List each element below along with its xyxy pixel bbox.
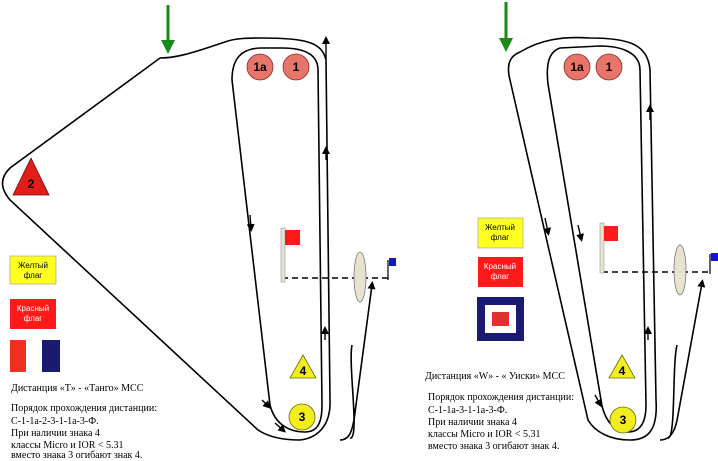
wind-arrow-icon-2 xyxy=(499,2,513,52)
svg-text:1: 1 xyxy=(606,60,613,74)
course-path-finish-2 xyxy=(659,279,706,441)
red-flag-icon xyxy=(280,227,300,283)
mark-3-2: 3 xyxy=(609,406,637,434)
whiskey-note-1: При наличии знака 4 xyxy=(428,417,517,428)
mark-1a: 1a xyxy=(246,53,274,81)
whiskey-title: Дистанция «W» - « Уиски» МСС xyxy=(425,371,565,382)
tango-flag-icon xyxy=(10,340,60,372)
tango-note-3: вместо знака 3 огибают знак 4. xyxy=(11,450,143,461)
svg-text:1a: 1a xyxy=(570,60,584,74)
mark-1: 1 xyxy=(282,53,310,81)
course-path-outer xyxy=(1,37,331,441)
course-path-finish xyxy=(339,281,376,441)
mark-4: 4 xyxy=(289,354,317,379)
whiskey-order-heading: Порядок прохождения дистанции: xyxy=(428,392,574,403)
blue-flag-icon xyxy=(387,258,396,280)
whiskey-order: С-1-1а-3-1-1а-3-Ф. xyxy=(428,405,508,416)
whiskey-note-3: вместо знака 3 огибают знак 4. xyxy=(428,441,560,452)
course-path-outer-2 xyxy=(507,36,657,441)
wind-arrow-icon xyxy=(161,5,175,54)
tango-order: С-1-1а-2-3-1-1а-3-Ф. xyxy=(11,416,99,427)
svg-text:1: 1 xyxy=(293,60,300,74)
start-buoy xyxy=(353,251,367,303)
tango-title: Дистанция «T» - «Танго» МСС xyxy=(11,383,144,394)
svg-text:3: 3 xyxy=(620,413,627,427)
course-path-start xyxy=(349,344,355,439)
mark-2: 2 xyxy=(12,157,50,196)
svg-text:3: 3 xyxy=(299,410,306,424)
mark-3: 3 xyxy=(288,403,316,431)
mark-4-2: 4 xyxy=(608,354,636,379)
tango-note-1: При наличии знака 4 xyxy=(11,428,100,439)
mark-1a-2: 1a xyxy=(563,53,591,81)
svg-text:4: 4 xyxy=(619,364,626,378)
course-path-inner xyxy=(231,47,323,433)
whiskey-flag-icon xyxy=(477,297,524,341)
svg-text:4: 4 xyxy=(300,364,307,378)
svg-text:1a: 1a xyxy=(253,60,267,74)
whiskey-note-2: классы Micro и IOR < 5.31 xyxy=(428,429,541,440)
blue-flag-icon-2 xyxy=(709,253,718,274)
svg-text:2: 2 xyxy=(28,177,35,191)
red-flag-icon-2 xyxy=(599,222,618,274)
tango-order-heading: Порядок прохождения дистанции: xyxy=(11,403,157,414)
start-buoy-2 xyxy=(673,244,687,296)
mark-1-2: 1 xyxy=(595,53,623,81)
course-path-start-2 xyxy=(667,344,678,439)
tango-note-2: классы Micro и IOR < 5.31 xyxy=(11,440,124,451)
